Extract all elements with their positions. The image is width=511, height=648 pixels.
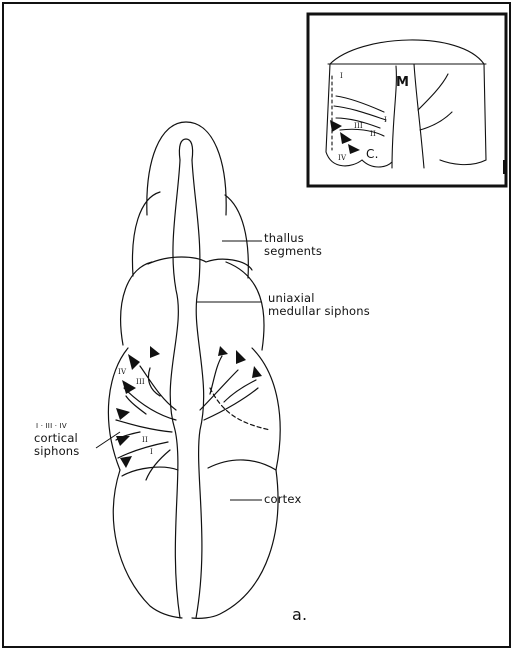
inset-label-medulla: M xyxy=(396,76,409,89)
numeral-III: III xyxy=(136,376,145,389)
apical-tip xyxy=(179,139,192,160)
label-thallus-segments-line2: segments xyxy=(264,245,322,258)
cortical-hatch-left-2 xyxy=(122,380,136,394)
medullar-siphon-left xyxy=(170,160,180,618)
inset-label-cortex: C. xyxy=(366,148,379,161)
lower-segment-outline xyxy=(113,470,278,618)
inset-order-I-right: I xyxy=(384,114,387,127)
cortical-hatch-left-4 xyxy=(116,436,130,446)
label-cortical-line2: siphons xyxy=(34,445,80,458)
segment-2-outline xyxy=(132,192,248,278)
cortical-hatch-left-1 xyxy=(128,354,140,370)
panel-label-a: a. xyxy=(292,608,307,621)
inset-order-I: I xyxy=(340,70,343,83)
label-uniaxial-line2: medullar siphons xyxy=(268,305,370,318)
cortical-hatch-right-1 xyxy=(236,350,246,364)
cortical-hatch-left-5 xyxy=(120,456,132,468)
apical-segment-outline xyxy=(147,122,226,215)
inset-order-III: III xyxy=(354,120,363,133)
numeral-IV: IV xyxy=(118,366,126,379)
inset-order-II: II xyxy=(370,128,376,141)
cortical-hatch-right-2 xyxy=(252,366,262,378)
numeral-I: I xyxy=(150,446,153,459)
medullar-siphon-right xyxy=(192,160,204,618)
cortical-hatch-left-6 xyxy=(150,346,160,358)
segment-3-outline xyxy=(121,262,264,350)
numeral-II: II xyxy=(142,434,148,447)
cortical-hatch-left-3 xyxy=(116,408,130,420)
label-cortex: cortex xyxy=(264,493,301,506)
inset-panel-letter-mark xyxy=(503,160,506,174)
inset-order-IV: IV xyxy=(338,152,346,165)
cortex-dashed-line xyxy=(210,388,270,430)
cortical-siphon-branches-right xyxy=(200,356,258,420)
cortical-hatch-right-3 xyxy=(218,346,228,356)
